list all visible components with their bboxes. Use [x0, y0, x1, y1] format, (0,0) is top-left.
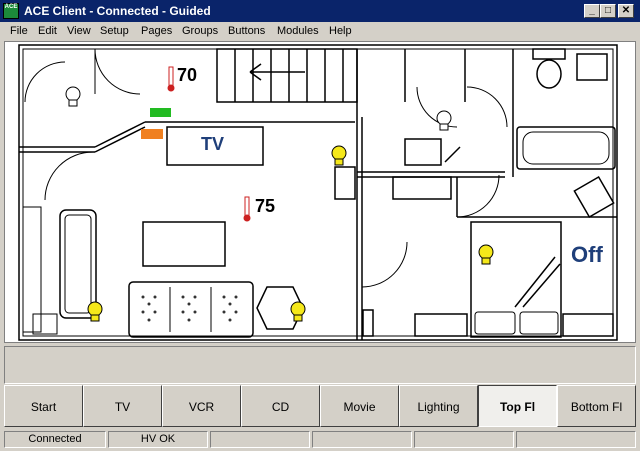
light-bulb-on-icon — [290, 301, 306, 322]
thermostat-living-value[interactable]: 75 — [255, 196, 276, 216]
info-panel — [4, 346, 636, 384]
thermostat-upstairs-value[interactable]: 70 — [177, 65, 198, 85]
tv-button[interactable]: TV — [201, 134, 225, 154]
page-button-bottom-fl[interactable]: Bottom Fl — [557, 385, 636, 427]
light-bulb-off-icon — [65, 86, 81, 107]
floor-plan: 70 75 TV Off — [4, 41, 636, 343]
page-button-vcr[interactable]: VCR — [162, 385, 241, 427]
outer-wall — [18, 44, 618, 341]
sofa-bottom — [128, 281, 254, 338]
menu-edit[interactable]: Edit — [38, 25, 57, 37]
green-indicator — [150, 108, 171, 117]
status-panel-6 — [516, 431, 636, 448]
menu-bar: File Edit View Setup Pages Groups Button… — [0, 22, 640, 41]
menu-groups[interactable]: Groups — [182, 25, 219, 37]
staircase — [216, 48, 358, 103]
desk-icon — [404, 138, 442, 166]
page-button-movie[interactable]: Movie — [320, 385, 399, 427]
menu-buttons[interactable]: Buttons — [228, 25, 266, 37]
minimize-button[interactable]: _ — [584, 4, 600, 18]
menu-file[interactable]: File — [10, 25, 28, 37]
coffee-table — [142, 221, 226, 267]
page-button-row: Start TV VCR CD Movie Lighting Top Fl Bo… — [4, 385, 636, 427]
status-hv: HV OK — [108, 431, 208, 448]
menu-view[interactable]: View — [67, 25, 91, 37]
title-bar: ACE ACE Client - Connected - Guided _ □ … — [0, 0, 640, 22]
maximize-button[interactable]: □ — [600, 4, 616, 18]
bed — [470, 221, 562, 338]
page-button-tv[interactable]: TV — [83, 385, 162, 427]
light-bulb-on-icon — [331, 145, 347, 166]
bedroom-status[interactable]: Off — [571, 242, 603, 267]
window-title: ACE Client - Connected - Guided — [24, 4, 211, 18]
floor-plan-drawing — [18, 44, 618, 341]
status-panel-3 — [210, 431, 310, 448]
page-button-lighting[interactable]: Lighting — [399, 385, 478, 427]
light-bulb-off-icon — [436, 110, 452, 131]
page-button-start[interactable]: Start — [4, 385, 83, 427]
tv-cabinet — [166, 126, 264, 166]
sofa-left — [59, 209, 97, 319]
bathtub — [516, 126, 616, 170]
orange-indicator — [141, 129, 163, 139]
page-button-cd[interactable]: CD — [241, 385, 320, 427]
menu-setup[interactable]: Setup — [100, 25, 129, 37]
octagon-table — [256, 286, 304, 330]
status-panel-5 — [414, 431, 514, 448]
thermometer-icon-living — [243, 196, 251, 222]
menu-modules[interactable]: Modules — [277, 25, 319, 37]
status-panel-4 — [312, 431, 412, 448]
light-bulb-on-icon — [478, 244, 494, 265]
status-bar: Connected HV OK — [0, 429, 640, 451]
light-bulb-on-icon — [87, 301, 103, 322]
close-button[interactable]: ✕ — [618, 4, 634, 18]
menu-pages[interactable]: Pages — [141, 25, 173, 37]
thermometer-icon-upstairs — [167, 66, 175, 92]
page-button-top-fl[interactable]: Top Fl — [478, 385, 557, 427]
menu-help[interactable]: Help — [329, 25, 352, 37]
status-connection: Connected — [4, 431, 106, 448]
app-icon[interactable]: ACE — [3, 3, 19, 19]
